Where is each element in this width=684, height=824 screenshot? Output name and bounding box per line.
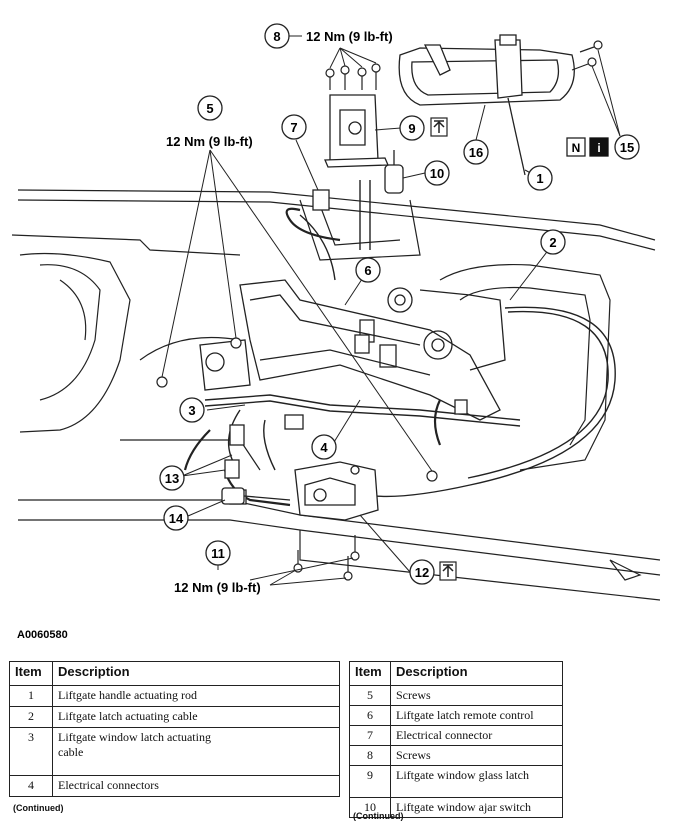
electrical-harness (183, 207, 442, 507)
callout-7: 7 (281, 114, 307, 140)
item-number: 2 (9, 706, 53, 728)
item-number: 7 (349, 725, 391, 746)
torque-spec-11: 12 Nm (9 lb-ft) (174, 580, 261, 595)
table-header-row: Item Description (349, 661, 563, 686)
exploded-view-diagram: 8 12 Nm (9 lb-ft) 5 12 Nm (9 lb-ft) 7 9 … (11, 23, 661, 641)
svg-text:i: i (597, 141, 600, 155)
item-description: Screws (390, 745, 563, 766)
legend-table-right: Item Description 5 Screws 6 Liftgate lat… (349, 661, 563, 818)
callout-10: 10 (424, 160, 450, 186)
callout-4: 4 (311, 434, 337, 460)
item-number: 8 (349, 745, 391, 766)
arrow-up-icon (439, 561, 457, 581)
svg-text:16: 16 (469, 145, 483, 160)
table-row: 3 Liftgate window latch actuating cable (9, 727, 340, 776)
table-header-row: Item Description (9, 661, 340, 686)
leader-lines (161, 35, 621, 586)
table-row: 8 Screws (349, 745, 563, 766)
item-number: 3 (9, 727, 53, 776)
cables-and-rods (204, 180, 616, 498)
table-row: 4 Electrical connectors (9, 775, 340, 797)
svg-text:13: 13 (165, 471, 179, 486)
svg-text:9: 9 (408, 121, 415, 136)
callout-9: 9 (399, 115, 425, 141)
callout-12: 12 (409, 559, 435, 585)
figure-id: A0060580 (17, 629, 68, 641)
callout-2: 2 (540, 229, 566, 255)
torque-spec-5: 12 Nm (9 lb-ft) (166, 134, 253, 149)
table-row: 7 Electrical connector (349, 725, 563, 746)
item-number: 6 (349, 705, 391, 726)
table-row: 2 Liftgate latch actuating cable (9, 706, 340, 728)
callout-16: 16 (463, 139, 489, 165)
svg-text:8: 8 (273, 29, 280, 44)
svg-text:5: 5 (206, 101, 213, 116)
info-icon: i (589, 137, 609, 157)
continued-note-left: (Continued) (13, 803, 64, 813)
lower-ajar-switch (221, 487, 291, 505)
window-glass-latch (324, 94, 389, 168)
latch-remote-control (199, 279, 506, 421)
callout-11: 11 (205, 540, 231, 566)
callout-15: 15 (614, 134, 640, 160)
svg-text:4: 4 (320, 440, 328, 455)
svg-text:7: 7 (290, 120, 297, 135)
table-row: 10 Liftgate window ajar switch (349, 797, 563, 818)
item-number: 4 (9, 775, 53, 797)
svg-text:N: N (572, 141, 581, 155)
svg-text:15: 15 (620, 140, 634, 155)
callout-13: 13 (159, 465, 185, 491)
item-description: Electrical connector (390, 725, 563, 746)
item-description: Screws (390, 685, 563, 706)
item-description: Liftgate latch remote control (390, 705, 563, 726)
svg-text:11: 11 (211, 546, 225, 561)
torque-spec-8: 12 Nm (9 lb-ft) (306, 29, 393, 44)
item-description: Liftgate latch actuating cable (52, 706, 340, 728)
svg-text:10: 10 (430, 166, 444, 181)
callout-6: 6 (355, 257, 381, 283)
svg-text:14: 14 (169, 511, 184, 526)
arrow-up-icon (430, 117, 448, 137)
electrical-connectors (224, 189, 468, 505)
column-header-item: Item (9, 661, 53, 686)
svg-text:12: 12 (415, 565, 429, 580)
column-header-item: Item (349, 661, 391, 686)
legend-table-left: Item Description 1 Liftgate handle actua… (9, 661, 340, 797)
item-description: Liftgate window ajar switch (390, 797, 563, 818)
item-description: Electrical connectors (52, 775, 340, 797)
column-header-description: Description (52, 661, 340, 686)
table-row: 5 Screws (349, 685, 563, 706)
badge-n: N (566, 137, 586, 157)
window-ajar-switch (384, 150, 404, 194)
liftgate-panel (11, 189, 661, 601)
callout-14: 14 (163, 505, 189, 531)
table-row: 1 Liftgate handle actuating rod (9, 685, 340, 707)
item-number: 1 (9, 685, 53, 707)
item-number: 9 (349, 765, 391, 798)
continued-note-right: (Continued) (353, 811, 404, 821)
item-number: 5 (349, 685, 391, 706)
svg-text:6: 6 (364, 263, 371, 278)
callout-1: 1 (527, 165, 553, 191)
callout-5: 5 (197, 95, 223, 121)
item-description: Liftgate handle actuating rod (52, 685, 340, 707)
table-row: 6 Liftgate latch remote control (349, 705, 563, 726)
exterior-handle (398, 34, 575, 176)
item-description: Liftgate window latch actuating cable (52, 727, 340, 776)
svg-text:1: 1 (536, 171, 543, 186)
column-header-description: Description (390, 661, 563, 686)
svg-text:3: 3 (188, 403, 195, 418)
table-row: 9 Liftgate window glass latch (349, 765, 563, 798)
item-description: Liftgate window glass latch (390, 765, 563, 798)
callout-3: 3 (179, 397, 205, 423)
window-latch-assembly (294, 461, 379, 521)
callout-8: 8 (264, 23, 290, 49)
svg-text:2: 2 (549, 235, 556, 250)
